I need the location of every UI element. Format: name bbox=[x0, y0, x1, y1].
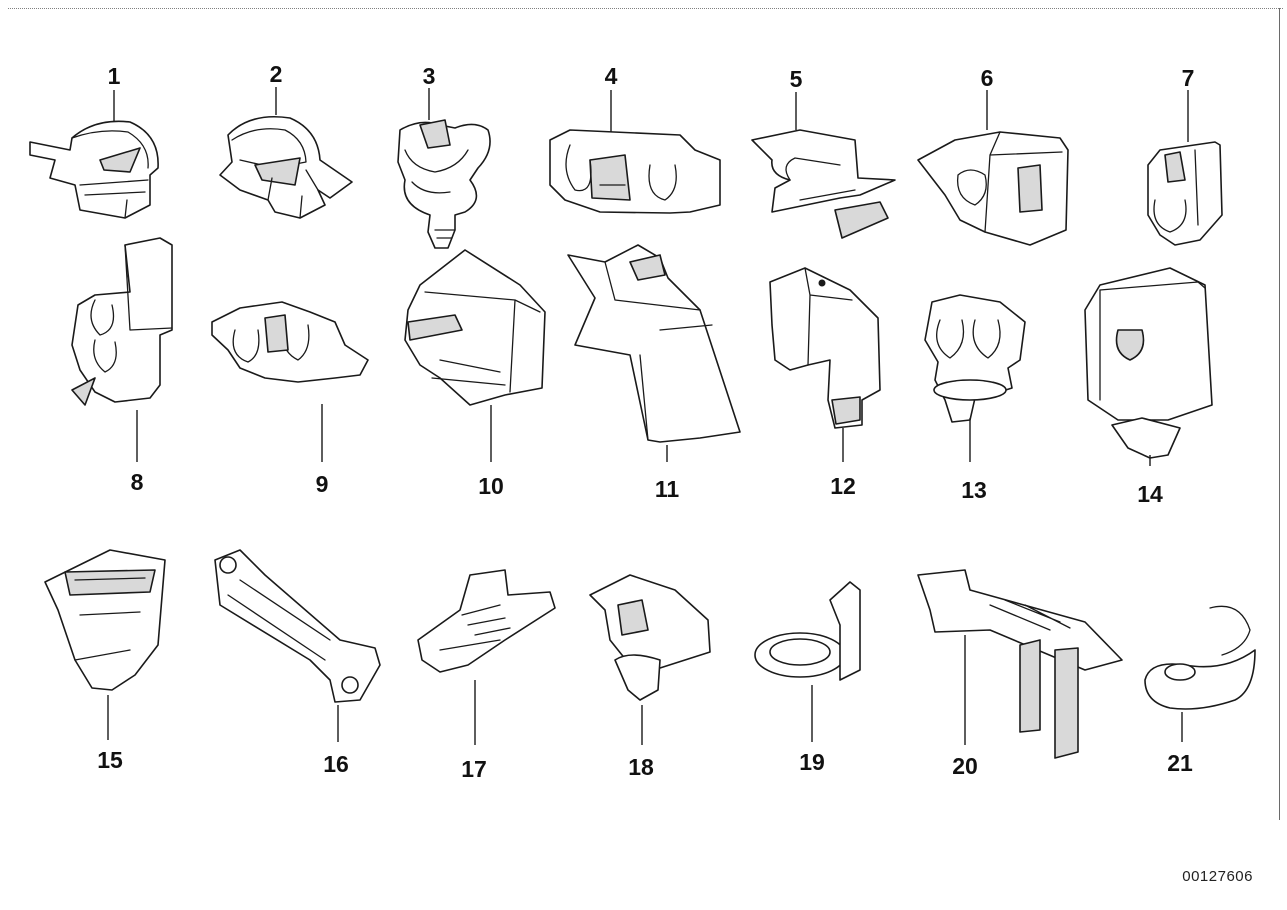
part-21-flat-anchor-clip bbox=[1144, 605, 1256, 710]
callout-15: 15 bbox=[97, 747, 123, 773]
callout-9: 9 bbox=[316, 471, 329, 497]
part-13-double-clip-with-rivet bbox=[924, 294, 1026, 423]
callout-12: 12 bbox=[830, 473, 856, 499]
callout-19: 19 bbox=[799, 749, 825, 775]
callout-2: 2 bbox=[270, 61, 283, 87]
part-17-flat-wire-holder bbox=[417, 569, 556, 673]
part-8-double-clip-with-barb bbox=[71, 237, 173, 406]
part-2-cable-clip bbox=[219, 115, 353, 219]
part-15-push-clip bbox=[44, 549, 166, 691]
part-6-box-clip bbox=[917, 131, 1069, 246]
part-4-cable-holder bbox=[549, 129, 721, 214]
part-7-small-clip bbox=[1147, 141, 1223, 246]
callout-5: 5 bbox=[790, 66, 803, 92]
callout-20: 20 bbox=[952, 753, 978, 779]
frame-border-right bbox=[1279, 8, 1280, 820]
callout-6: 6 bbox=[981, 65, 994, 91]
part-18-hood-clip bbox=[589, 574, 711, 701]
part-16-long-rail-bracket bbox=[214, 549, 381, 703]
callout-13: 13 bbox=[961, 477, 987, 503]
frame-border-top bbox=[8, 8, 1283, 9]
callout-14: 14 bbox=[1137, 481, 1163, 507]
callout-3: 3 bbox=[423, 63, 436, 89]
callout-10: 10 bbox=[478, 473, 504, 499]
part-19-ring-tab-clip bbox=[754, 581, 861, 681]
callout-18: 18 bbox=[628, 754, 654, 780]
callout-1: 1 bbox=[108, 63, 121, 89]
callout-16: 16 bbox=[323, 751, 349, 777]
part-10-cable-channel-clip bbox=[404, 249, 546, 406]
document-number: 00127606 bbox=[1182, 868, 1253, 885]
part-14-large-box-clip-with-anchor bbox=[1084, 267, 1213, 459]
part-20-multi-tie-bracket bbox=[917, 569, 1123, 759]
callout-21: 21 bbox=[1167, 750, 1193, 776]
callout-11: 11 bbox=[655, 476, 680, 502]
callout-8: 8 bbox=[131, 469, 144, 495]
part-3-double-clip-with-push-rivet bbox=[397, 119, 491, 249]
callout-7: 7 bbox=[1182, 65, 1195, 91]
part-12-bracket-clip bbox=[769, 267, 881, 429]
part-5-spring-clip bbox=[751, 129, 896, 239]
callout-4: 4 bbox=[605, 63, 618, 89]
part-11-wire-guide bbox=[567, 244, 741, 443]
callout-17: 17 bbox=[461, 756, 487, 782]
part-9-triple-clip bbox=[211, 301, 369, 383]
part-1-cable-clip bbox=[29, 120, 159, 219]
